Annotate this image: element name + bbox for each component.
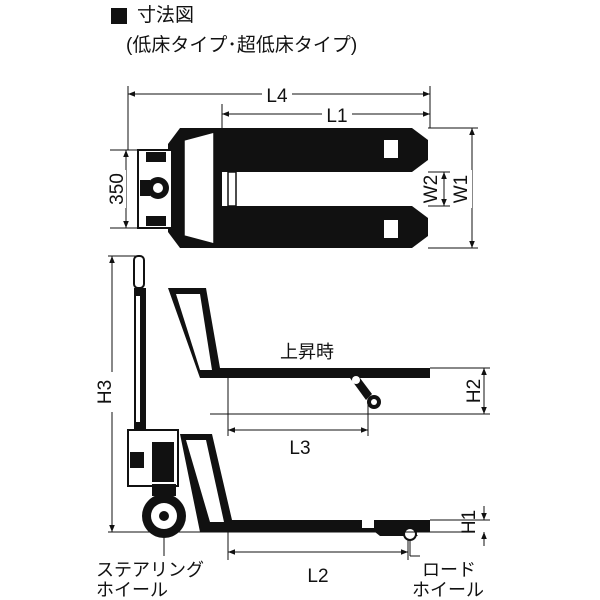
top-view-handle-mechanism (137, 149, 182, 229)
dimension-label-H3: H3 (95, 380, 116, 404)
raised-position-label: 上昇時 (280, 342, 334, 362)
page-title: 寸法図 (137, 5, 195, 26)
side-view-raised-fork (168, 288, 430, 409)
dimension-label-W1: W1 (451, 175, 472, 204)
steering-wheel-label: ステアリング ホイール (96, 560, 209, 600)
steering-wheel-label-line2: ホイール (96, 580, 168, 600)
dimension-label-H2: H2 (464, 379, 485, 403)
dimension-label-350: 350 (107, 173, 128, 205)
dimension-label-H1: H1 (459, 510, 480, 534)
load-wheel-label: ロード ホイール (412, 560, 484, 600)
title-bullet-square (111, 8, 127, 24)
side-view-handle (133, 255, 146, 430)
dimension-label-W2: W2 (421, 175, 442, 204)
dimension-label-L2: L2 (307, 566, 328, 587)
steering-wheel-icon (142, 484, 186, 538)
load-wheel-label-line1: ロード (422, 560, 476, 580)
dimension-label-L1: L1 (326, 106, 347, 127)
top-view: L4 L1 350 W2 W1 (100, 86, 478, 249)
side-view: H3 上昇時 H2 L3 H1 L2 (95, 255, 490, 600)
dimension-label-L3: L3 (289, 438, 310, 459)
steering-wheel-label-line1: ステアリング (96, 560, 204, 580)
side-view-lowered-body (127, 429, 430, 541)
top-view-forks (222, 128, 428, 248)
dimension-label-L4: L4 (266, 86, 288, 107)
page-subtitle: (低床タイプ･超低床タイプ) (126, 35, 358, 56)
load-wheel-label-line2: ホイール (412, 580, 484, 600)
